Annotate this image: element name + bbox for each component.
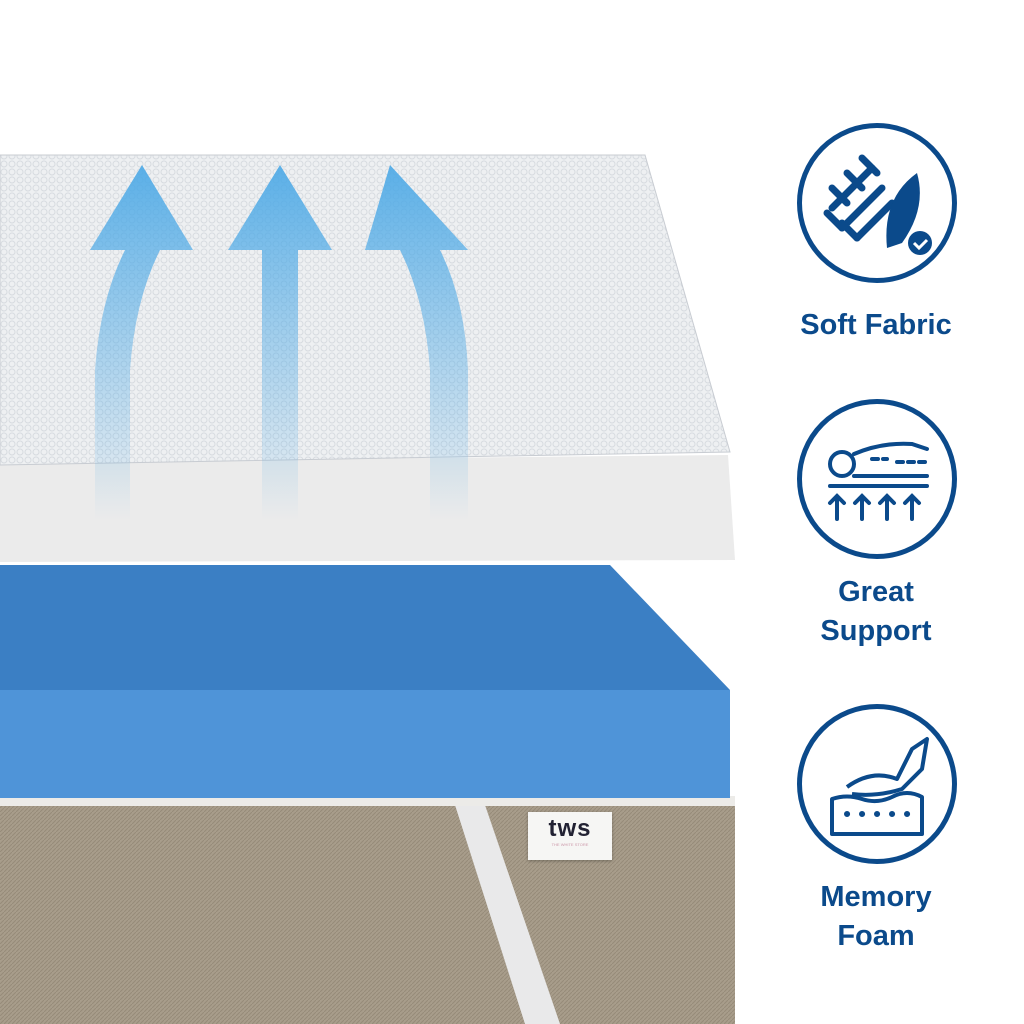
airflow-arrow-icon (228, 165, 332, 520)
feature-label-memory-foam: Memory Foam (820, 881, 932, 952)
woven-fabric-feather-icon (797, 123, 957, 283)
airflow-arrow-icon (90, 165, 193, 520)
memory-foam-top (0, 565, 730, 690)
base-mattress (0, 805, 735, 1024)
airflow-arrow-icon (365, 165, 468, 520)
middle-layer (0, 455, 735, 562)
airflow-arrows (90, 165, 468, 520)
memory-foam-side (0, 690, 730, 798)
brand-subtitle: THE WHITE STORE (551, 842, 589, 847)
body-support-icon (797, 399, 957, 559)
elastic-strap (455, 805, 560, 1024)
topper-bottom-edge (0, 796, 735, 806)
mattress-topper-illustration (0, 154, 735, 1024)
brand-logo: tws (548, 815, 592, 842)
feature-label-soft-fabric: Soft Fabric (800, 309, 952, 341)
hand-pressing-foam-icon (797, 704, 957, 864)
product-tag: tws THE WHITE STORE (528, 812, 612, 860)
feature-label-great-support: Great Support (820, 576, 932, 647)
